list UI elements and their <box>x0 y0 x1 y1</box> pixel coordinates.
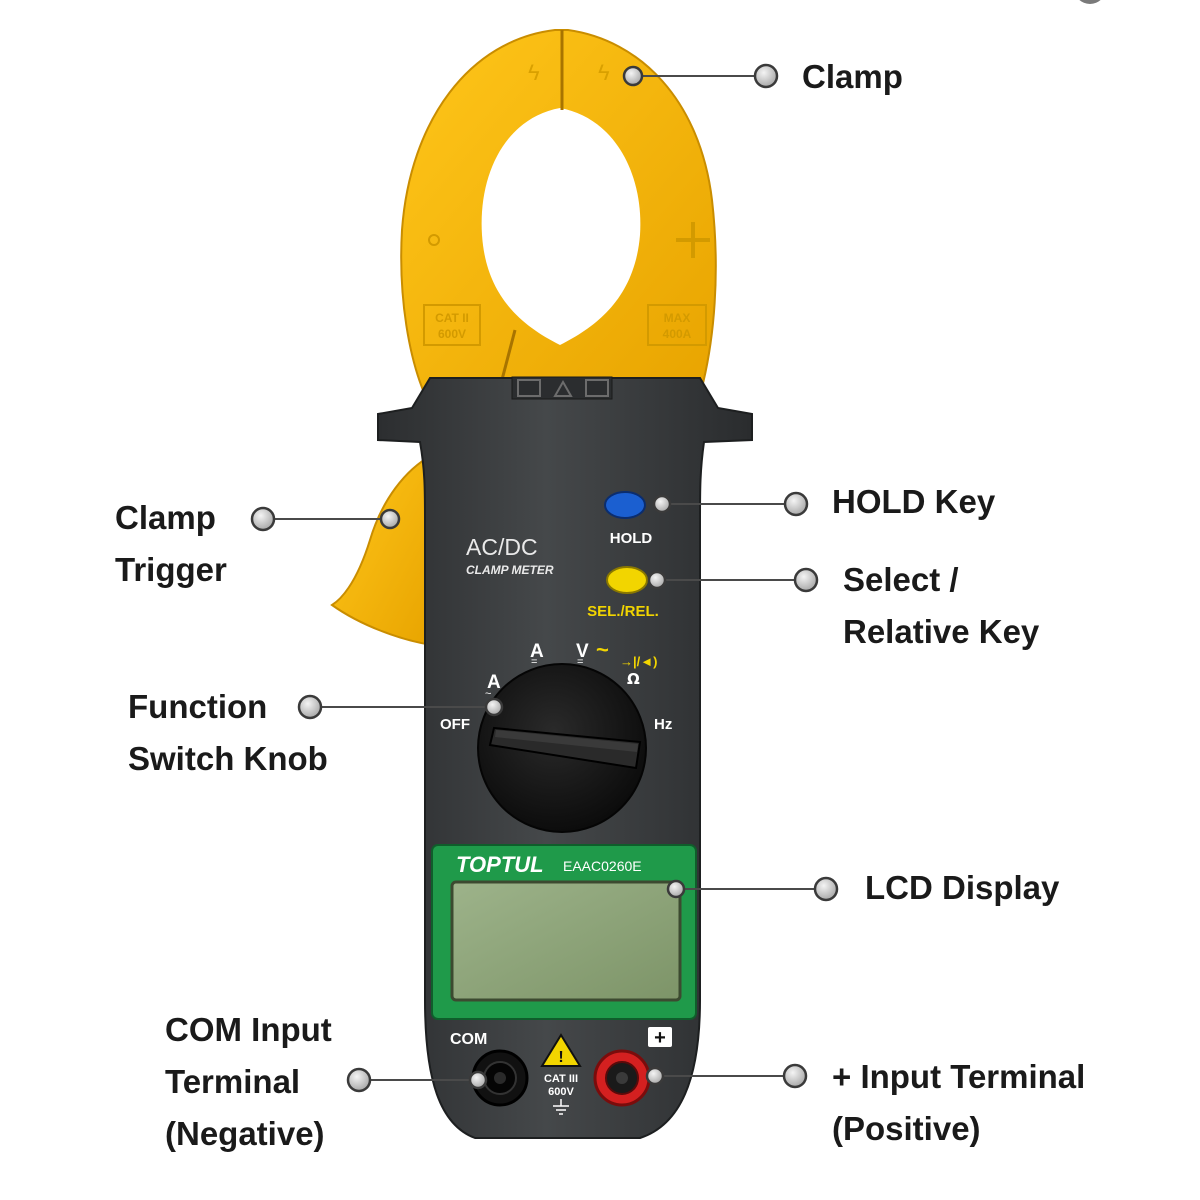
dial-hz-mark: Hz <box>654 716 672 733</box>
clamp-trigger-callout-line-2: Trigger <box>115 551 227 588</box>
clamp-trigger <box>330 453 433 647</box>
lcd-display-anchor-dot <box>666 879 686 899</box>
clamp-trigger-callout-line-1: Clamp <box>115 499 216 536</box>
com-input-anchor-dot <box>468 1070 488 1090</box>
jaw-current-mark: 400A <box>663 327 692 341</box>
dial-ohm-mark: Ω <box>627 670 640 688</box>
plus-terminal-label: + <box>654 1027 666 1049</box>
meter-type-subtitle: CLAMP METER <box>466 563 554 577</box>
com-input-callout-line-1: COM Input <box>165 1011 332 1048</box>
com-input-callout-label: COM Input Terminal (Negative) <box>165 1004 332 1160</box>
hold-key-label-dot <box>783 491 809 517</box>
clamp-anchor-dot <box>622 65 644 87</box>
lcd-display-callout-label: LCD Display <box>865 862 1059 914</box>
lcd-screen <box>450 880 682 1002</box>
sel-rel-button[interactable] <box>606 566 648 594</box>
dial-ac-amps-mark: A <box>487 672 501 693</box>
clamp-trigger-callout-label: Clamp Trigger <box>115 492 227 596</box>
svg-text:~: ~ <box>596 637 609 662</box>
hold-button[interactable] <box>604 491 646 519</box>
select-key-callout-line-2: Relative Key <box>843 613 1040 650</box>
select-key-anchor-dot <box>647 570 667 590</box>
dial-off-mark: OFF <box>440 716 470 733</box>
clamp-callout-label: Clamp <box>802 51 903 103</box>
function-switch-label-dot <box>297 694 323 720</box>
lcd-panel: TOPTUL EAAC0260E <box>431 844 697 1020</box>
plus-input-callout-line-1: + Input Terminal <box>832 1058 1086 1095</box>
clamp-trigger-label-dot <box>250 506 276 532</box>
function-switch-callout-line-2: Switch Knob <box>128 740 328 777</box>
jaw-voltage-mark: 600V <box>438 327 466 341</box>
clamp-label-dot <box>753 63 779 89</box>
cat-rating-label: CAT III <box>544 1073 578 1085</box>
hold-key-callout-line: HOLD Key <box>832 483 996 520</box>
callout-lines <box>263 75 826 1081</box>
com-terminal-label: COM <box>450 1031 487 1048</box>
ground-icon <box>553 1099 569 1115</box>
function-switch-knob[interactable] <box>477 663 647 833</box>
jaw-max-mark: MAX <box>664 311 691 325</box>
svg-text:~: ~ <box>485 688 491 700</box>
jaw-cat-mark: CAT II <box>435 311 469 325</box>
hold-button-label: HOLD <box>610 530 653 547</box>
corner-decoration <box>1079 0 1101 4</box>
clamp-jaw-opening <box>481 108 641 345</box>
select-key-callout-label: Select / Relative Key <box>843 554 1039 658</box>
callout-dots <box>250 63 839 1093</box>
plus-input-callout-label: + Input Terminal (Positive) <box>832 1051 1085 1155</box>
meter-type-title: AC/DC <box>466 534 538 560</box>
warning-triangle-icon: ! <box>540 1033 582 1067</box>
plus-input-callout-line-2: (Positive) <box>832 1110 981 1147</box>
lcd-display-label-dot <box>813 876 839 902</box>
select-key-label-dot <box>793 567 819 593</box>
clamp-jaw: ϟ ϟ CAT II 600V MAX 400A <box>400 29 717 396</box>
cat-voltage-label: 600V <box>548 1086 574 1098</box>
dial-dc-amps-mark: A <box>530 641 544 662</box>
select-key-callout-line-1: Select / <box>843 561 959 598</box>
svg-text:=: = <box>577 656 583 668</box>
meter-body: AC/DC CLAMP METER HOLD SEL./REL. A ~ A =… <box>377 376 753 1139</box>
com-input-callout-line-3: (Negative) <box>165 1115 325 1152</box>
hold-key-callout-label: HOLD Key <box>832 476 995 528</box>
svg-text:ϟ: ϟ <box>528 60 540 85</box>
lcd-display-callout-line: LCD Display <box>865 869 1060 906</box>
sel-rel-button-label: SEL./REL. <box>587 603 659 620</box>
dial-diode-mark: →|/◄) <box>620 654 657 669</box>
brand-name: TOPTUL <box>456 852 544 877</box>
function-switch-anchor-dot <box>484 697 504 717</box>
plus-input-jack[interactable] <box>593 1049 651 1107</box>
model-number: EAAC0260E <box>563 858 642 874</box>
svg-text:ϟ: ϟ <box>598 60 610 85</box>
com-input-label-dot <box>346 1067 372 1093</box>
clamp-callout-line: Clamp <box>802 58 903 95</box>
hold-key-anchor-dot <box>652 494 672 514</box>
com-input-callout-line-2: Terminal <box>165 1063 301 1100</box>
function-switch-callout-line-1: Function <box>128 688 268 725</box>
svg-text:=: = <box>531 656 537 668</box>
function-switch-callout-label: Function Switch Knob <box>128 681 328 785</box>
clamp-trigger-anchor-dot <box>379 508 401 530</box>
svg-text:!: ! <box>558 1049 563 1066</box>
dial-volts-mark: V <box>576 641 589 662</box>
plus-input-label-dot <box>782 1063 808 1089</box>
plus-input-anchor-dot <box>645 1066 665 1086</box>
